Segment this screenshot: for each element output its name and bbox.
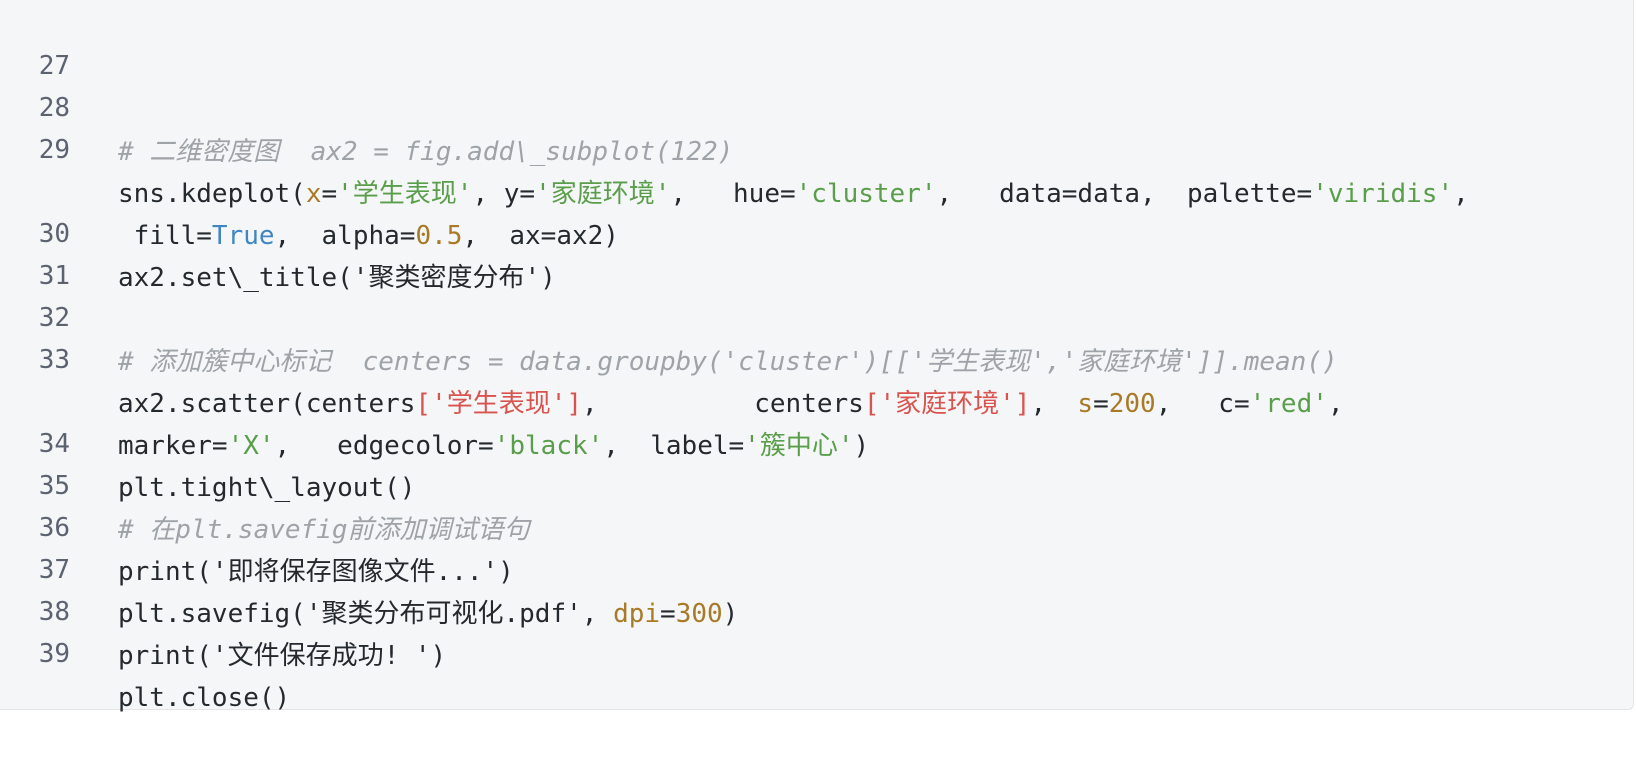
code-text: sns.kdeplot(x='学生表现', y='家庭环境', hue='clu… (118, 179, 1469, 209)
code-line-37: 37 plt.savefig('聚类分布可视化.pdf', dpi=300) (0, 504, 739, 629)
code-text: plt.tight\_layout() (118, 473, 416, 503)
code-line-38: 38 print('文件保存成功! ') (0, 546, 447, 671)
line-number: 32 (38, 303, 70, 333)
line-number: 38 (38, 597, 70, 627)
code-line-33: 33 ax2.scatter(centers['学生表现'], centers[… (0, 294, 1344, 419)
code-line-31: 31 (0, 210, 70, 291)
code-line-30: 30 ax2.set\_title('聚类密度分布') (0, 168, 556, 293)
code-line-39: 39 plt.close() (0, 588, 291, 713)
code-text: plt.close() (118, 683, 291, 713)
line-number: 27 (38, 51, 70, 81)
line-number: 37 (38, 555, 70, 585)
code-comment: # 二维密度图 ax2 = fig.add\_subplot(122) (118, 137, 734, 167)
code-text: print('即将保存图像文件...') (118, 557, 514, 587)
code-line-29-wrap: fill=True, alpha=0.5, ax=ax2) (0, 126, 619, 251)
code-text: plt.savefig('聚类分布可视化.pdf', dpi=300) (118, 599, 739, 629)
code-line-36: 36 print('即将保存图像文件...') (0, 462, 514, 587)
line-number: 31 (38, 261, 70, 291)
line-number: 34 (38, 429, 70, 459)
code-text: fill=True, alpha=0.5, ax=ax2) (118, 221, 619, 251)
code-line-27: 27 (0, 0, 70, 81)
code-line-29: 29 sns.kdeplot(x='学生表现', y='家庭环境', hue='… (0, 84, 1469, 209)
code-text: ax2.scatter(centers['学生表现'], centers['家庭… (118, 389, 1344, 419)
code-line-33-wrap: marker='X', edgecolor='black', label='簇中… (0, 336, 869, 461)
line-number: 30 (38, 219, 70, 249)
line-number: 35 (38, 471, 70, 501)
code-line-32: 32 # 添加簇中心标记 centers = data.groupby('clu… (0, 252, 1338, 377)
code-comment: # 在plt.savefig前添加调试语句 (118, 515, 530, 545)
line-number: 28 (38, 93, 70, 123)
code-line-35: 35 # 在plt.savefig前添加调试语句 (0, 420, 530, 545)
code-text: marker='X', edgecolor='black', label='簇中… (118, 431, 870, 461)
line-number: 36 (38, 513, 70, 543)
code-comment: # 添加簇中心标记 centers = data.groupby('cluste… (118, 347, 1338, 377)
code-line-34: 34 plt.tight\_layout() (0, 378, 416, 503)
code-line-28: 28 # 二维密度图 ax2 = fig.add\_subplot(122) (0, 42, 734, 167)
code-text: ax2.set\_title('聚类密度分布') (118, 263, 556, 293)
code-text: print('文件保存成功! ') (118, 641, 447, 671)
line-number: 39 (38, 639, 70, 669)
line-number: 29 (38, 135, 70, 165)
line-number: 33 (38, 345, 70, 375)
code-viewer[interactable]: 27 28 # 二维密度图 ax2 = fig.add\_subplot(122… (0, 0, 1634, 713)
